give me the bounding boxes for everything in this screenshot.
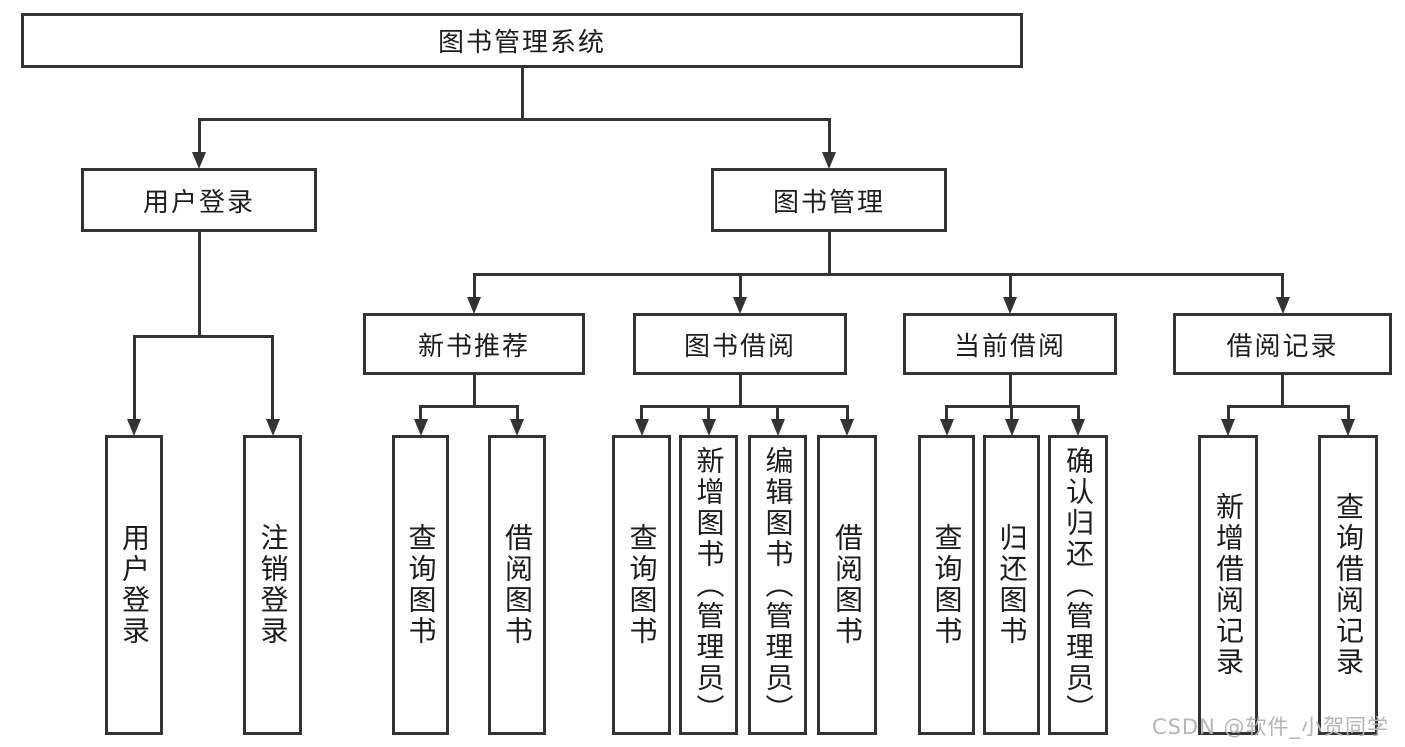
node-book-borrow: 图书借阅 <box>633 313 847 375</box>
node-root: 图书管理系统 <box>21 13 1023 68</box>
connector-tail-book-borrow <box>738 273 742 301</box>
connector-tail-leaf-edit-book <box>776 405 779 423</box>
connector-tail-borrow-records <box>1281 273 1284 301</box>
arrow-down-icon-leaf-query-new <box>413 419 428 436</box>
node-label-leaf-query-record: 查询借阅记录 <box>1332 492 1365 678</box>
connector-rail-root <box>197 118 831 121</box>
arrow-down-icon-borrow-records <box>1275 297 1290 314</box>
node-label-leaf-add-record: 新增借阅记录 <box>1212 492 1245 678</box>
arrow-down-icon-leaf-confirm-return <box>1071 419 1085 436</box>
connector-tail-new-books <box>472 273 476 301</box>
node-label-leaf-add-book: 新增图书（管理员） <box>692 445 726 725</box>
node-leaf-query-borrow: 查询图书 <box>612 435 671 735</box>
node-label-leaf-borrow-new: 借阅图书 <box>501 523 534 647</box>
connector-stem-borrow-records <box>1281 373 1284 408</box>
node-book-mgmt: 图书管理 <box>711 168 947 232</box>
node-leaf-borrow-borrow: 借阅图书 <box>817 435 877 735</box>
node-label-leaf-logout: 注销登录 <box>256 523 290 647</box>
connector-tail-leaf-query-new <box>419 405 422 423</box>
node-label-book-mgmt: 图书管理 <box>772 187 885 218</box>
arrow-down-icon-leaf-query-borrow <box>634 419 649 436</box>
node-leaf-confirm-return: 确认归还（管理员） <box>1048 435 1108 735</box>
node-label-new-books: 新书推荐 <box>417 331 530 362</box>
connector-tail-leaf-user-login <box>132 335 136 423</box>
node-user-login: 用户登录 <box>81 168 317 232</box>
arrow-down-icon-leaf-user-login <box>127 419 141 436</box>
node-label-book-borrow: 图书借阅 <box>683 331 796 362</box>
node-borrow-records: 借阅记录 <box>1173 313 1392 375</box>
connector-stem-new-books <box>472 373 476 408</box>
arrow-down-icon-leaf-edit-book <box>770 419 785 436</box>
node-label-leaf-query-borrow: 查询图书 <box>625 523 659 647</box>
node-leaf-borrow-new: 借阅图书 <box>488 435 546 735</box>
arrow-down-icon-leaf-logout <box>265 419 280 436</box>
node-leaf-query-current: 查询图书 <box>918 435 975 735</box>
connector-rail-book-borrow <box>640 405 849 408</box>
connector-tail-leaf-query-current <box>945 405 948 423</box>
node-leaf-edit-book: 编辑图书（管理员） <box>748 435 807 735</box>
connector-stem-book-borrow <box>738 373 742 408</box>
arrow-down-icon-leaf-add-book <box>701 419 716 436</box>
node-label-leaf-return-book: 归还图书 <box>995 523 1029 647</box>
connector-tail-current-borrow <box>1008 273 1012 301</box>
arrow-down-icon-leaf-return-book <box>1004 419 1019 436</box>
arrow-down-icon-leaf-query-record <box>1341 419 1355 436</box>
connector-stem-root <box>520 66 524 121</box>
connector-tail-leaf-borrow-new <box>515 405 519 423</box>
connector-tail-leaf-return-book <box>1010 405 1013 423</box>
arrow-down-icon-user-login <box>192 152 206 169</box>
connector-stem-user-login <box>197 230 201 338</box>
connector-rail-new-books <box>419 405 519 408</box>
connector-tail-leaf-query-record <box>1346 405 1350 423</box>
node-label-leaf-query-new: 查询图书 <box>404 523 438 647</box>
arrow-down-icon-leaf-query-current <box>939 419 954 436</box>
connector-tail-leaf-add-record <box>1226 405 1230 423</box>
node-leaf-user-login: 用户登录 <box>105 435 163 735</box>
connector-tail-user-login <box>197 118 201 156</box>
connector-rail-borrow-records <box>1226 405 1350 408</box>
node-label-user-login: 用户登录 <box>142 187 255 218</box>
node-leaf-logout: 注销登录 <box>243 435 302 735</box>
connector-tail-leaf-borrow-borrow <box>845 405 849 423</box>
node-leaf-add-record: 新增借阅记录 <box>1198 435 1258 735</box>
arrow-down-icon-new-books <box>467 297 481 314</box>
connector-rail-book-mgmt <box>472 273 1284 276</box>
node-label-leaf-user-login: 用户登录 <box>118 523 151 647</box>
arrow-down-icon-current-borrow <box>1003 297 1017 314</box>
connector-tail-leaf-confirm-return <box>1076 405 1080 423</box>
connector-tail-leaf-logout <box>271 335 274 423</box>
arrow-down-icon-leaf-borrow-new <box>510 419 524 436</box>
node-current-borrow: 当前借阅 <box>903 313 1117 375</box>
arrow-down-icon-leaf-add-record <box>1221 419 1235 436</box>
node-leaf-query-record: 查询借阅记录 <box>1318 435 1378 735</box>
connector-tail-leaf-add-book <box>707 405 710 423</box>
node-label-leaf-borrow-borrow: 借阅图书 <box>831 523 864 647</box>
node-leaf-return-book: 归还图书 <box>983 435 1040 735</box>
connector-tail-leaf-query-borrow <box>640 405 643 423</box>
arrow-down-icon-book-mgmt <box>822 152 836 169</box>
arrow-down-icon-leaf-borrow-borrow <box>840 419 854 436</box>
node-new-books: 新书推荐 <box>363 313 585 375</box>
connector-tail-book-mgmt <box>827 118 831 156</box>
connector-rail-user-login <box>132 335 274 338</box>
node-leaf-query-new: 查询图书 <box>392 435 449 735</box>
node-label-leaf-edit-book: 编辑图书（管理员） <box>761 445 795 725</box>
node-leaf-add-book: 新增图书（管理员） <box>679 435 738 735</box>
node-label-root: 图书管理系统 <box>437 28 606 58</box>
connector-stem-book-mgmt <box>827 230 831 276</box>
connector-stem-current-borrow <box>1008 373 1012 408</box>
node-label-borrow-records: 借阅记录 <box>1226 331 1339 362</box>
arrow-down-icon-book-borrow <box>733 297 747 314</box>
node-label-current-borrow: 当前借阅 <box>953 331 1066 362</box>
node-label-leaf-confirm-return: 确认归还（管理员） <box>1062 445 1095 725</box>
node-label-leaf-query-current: 查询图书 <box>930 523 964 647</box>
